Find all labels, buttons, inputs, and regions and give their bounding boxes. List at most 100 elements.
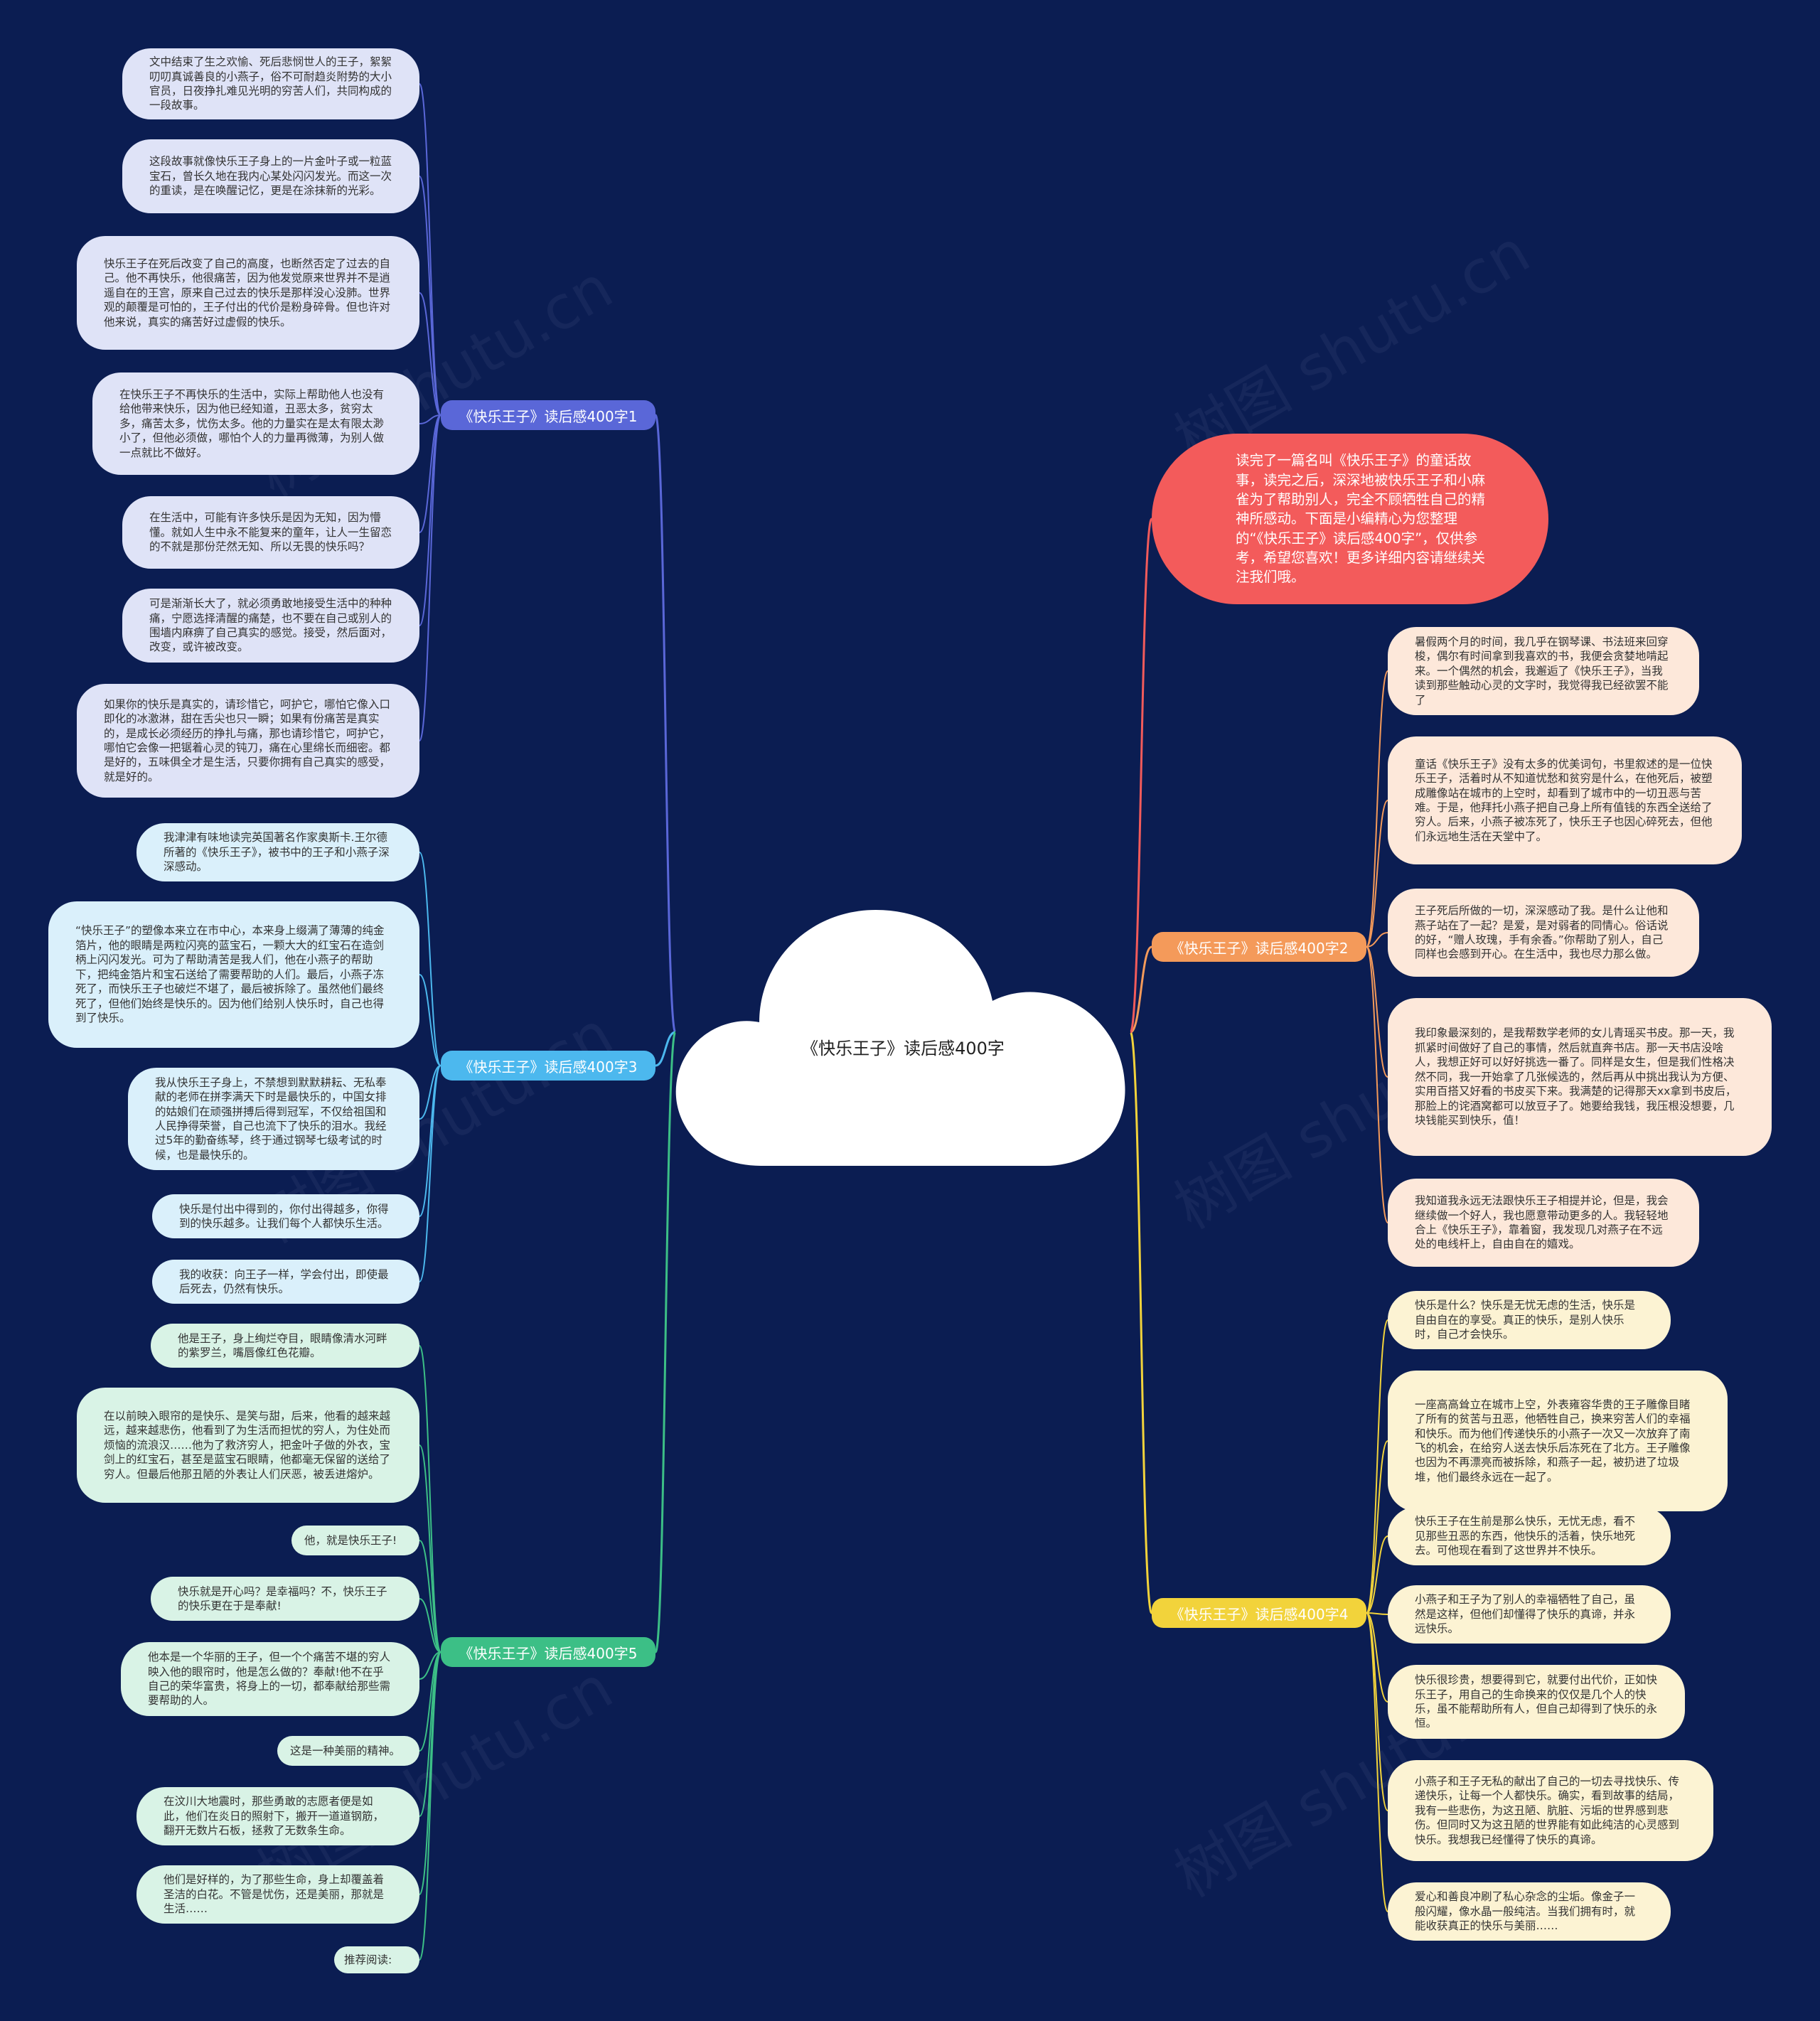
connector-line xyxy=(419,974,441,1066)
leaf-text: 快乐是什么？快乐是无忧无虑的生活，快乐是自由自在的享受。真正的快乐，是别人快乐时… xyxy=(1415,1299,1636,1341)
leaf-node[interactable]: 这段故事就像快乐王子身上的一片金叶子或一粒蓝宝石，曾长久地在我内心某处闪闪发光。… xyxy=(122,139,419,213)
leaf-node[interactable]: 我从快乐王子身上，不禁想到默默耕耘、无私奉献的老师在拼李满天下时是最快乐的，中国… xyxy=(128,1068,419,1170)
leaf-text: “快乐王子”的塑像本来立在市中心，本来身上缀满了薄薄的纯金箔片，他的眼睛是两粒闪… xyxy=(75,924,385,1025)
leaf-text: 快乐是付出中得到的，你付出得越多，你得到的快乐越多。让我们每个人都快乐生活。 xyxy=(179,1202,389,1230)
leaf-text: 快乐王子在死后改变了自己的高度，也断然否定了过去的自己。他不再快乐，他很痛苦，因… xyxy=(104,257,391,328)
branch-node-5[interactable]: 《快乐王子》读后感400字5 xyxy=(441,1637,655,1667)
leaf-node[interactable]: 可是渐渐长大了，就必须勇敢地接受生活中的种种痛，宁愿选择清醒的痛楚，也不要在自己… xyxy=(122,589,419,663)
connector-line xyxy=(1366,946,1388,1078)
connector-line xyxy=(419,414,441,533)
leaf-text: 暑假两个月的时间，我几乎在钢琴课、书法班来回穿梭，偶尔有时间拿到我喜欢的书，我便… xyxy=(1415,635,1669,707)
leaf-node[interactable]: 小燕子和王子为了别人的幸福牺牲了自己，虽然是这样，但他们却懂得了快乐的真谛，并永… xyxy=(1388,1585,1671,1644)
leaf-text: 小燕子和王子无私的献出了自己的一切去寻找快乐、传递快乐，让每一个人都快乐。确实，… xyxy=(1415,1774,1680,1846)
leaf-node[interactable]: 快乐是付出中得到的，你付出得越多，你得到的快乐越多。让我们每个人都快乐生活。 xyxy=(152,1194,419,1238)
leaf-node[interactable]: 推荐阅读: xyxy=(334,1946,419,1973)
leaf-text: 他是王子，身上绚烂夺目，眼睛像清水河畔的紫罗兰，嘴唇像红色花瓣。 xyxy=(178,1331,387,1359)
leaf-text: 童话《快乐王子》没有太多的优美词句，书里叙述的是一位快乐王子，活着时从不知道忧愁… xyxy=(1415,757,1713,843)
connector-line xyxy=(655,1031,676,1067)
connector-line xyxy=(1366,932,1388,948)
connector-line xyxy=(419,1065,441,1217)
connector-line xyxy=(419,414,441,424)
branch-node-4[interactable]: 《快乐王子》读后感400字4 xyxy=(1152,1598,1366,1628)
branch-label: 《快乐王子》读后感400字2 xyxy=(1169,939,1349,957)
leaf-node[interactable]: 文中结束了生之欢愉、死后悲悯世人的王子，絮絮叨叨真诚善良的小燕子，俗不可耐趋炎附… xyxy=(122,48,419,119)
connector-line xyxy=(1366,1535,1388,1614)
connector-line xyxy=(419,1540,441,1653)
leaf-node[interactable]: 快乐王子在生前是那么快乐，无忧无虑，看不见那些丑恶的东西，他快乐的活着，快乐地死… xyxy=(1388,1507,1671,1565)
connector-line xyxy=(419,1651,441,1961)
leaf-text: 王子死后所做的一切，深深感动了我。是什么让他和燕子站在了一起？是爱，是对弱者的同… xyxy=(1415,904,1669,961)
connector-line xyxy=(1366,1319,1388,1614)
intro-summary-node[interactable]: 读完了一篇名叫《快乐王子》的童话故事，读完之后，深深地被快乐王子和小麻雀为了帮助… xyxy=(1152,434,1548,604)
branch-node-1[interactable]: 《快乐王子》读后感400字1 xyxy=(441,400,655,430)
leaf-node[interactable]: 快乐王子在死后改变了自己的高度，也断然否定了过去的自己。他不再快乐，他很痛苦，因… xyxy=(77,236,419,350)
leaf-node[interactable]: 童话《快乐王子》没有太多的优美词句，书里叙述的是一位快乐王子，活着时从不知道忧愁… xyxy=(1388,736,1742,864)
leaf-node[interactable]: 我知道我永远无法跟快乐王子相提并论，但是，我会继续做一个好人，我也愿意带动更多的… xyxy=(1388,1179,1699,1267)
leaf-node[interactable]: 在快乐王子不再快乐的生活中，实际上帮助他人也没有给他带来快乐，因为他已经知道，丑… xyxy=(92,372,419,475)
leaf-text: 可是渐渐长大了，就必须勇敢地接受生活中的种种痛，宁愿选择清醒的痛楚，也不要在自己… xyxy=(149,597,392,654)
leaf-text: 快乐就是开心吗？是幸福吗？不，快乐王子的快乐更在于是奉献! xyxy=(178,1585,387,1612)
connector-line xyxy=(654,414,677,1034)
leaf-text: 这段故事就像快乐王子身上的一片金叶子或一粒蓝宝石，曾长久地在我内心某处闪闪发光。… xyxy=(149,155,392,198)
leaf-node[interactable]: 这是一种美丽的精神。 xyxy=(277,1736,419,1766)
leaf-text: 在快乐王子不再快乐的生活中，实际上帮助他人也没有给他带来快乐，因为他已经知道，丑… xyxy=(119,387,385,459)
leaf-node[interactable]: 小燕子和王子无私的献出了自己的一切去寻找快乐、传递快乐，让每一个人都快乐。确实，… xyxy=(1388,1760,1713,1861)
branch-node-2[interactable]: 《快乐王子》读后感400字2 xyxy=(1152,932,1366,962)
branch-label: 《快乐王子》读后感400字5 xyxy=(459,1644,638,1662)
leaf-text: 我津津有味地读完英国著名作家奥斯卡.王尔德所著的《快乐王子》，被书中的王子和小燕… xyxy=(164,831,390,874)
leaf-text: 一座高高耸立在城市上空，外表雍容华贵的王子雕像目睹了所有的贫苦与丑恶，他牺牲自己… xyxy=(1415,1398,1691,1484)
leaf-node[interactable]: 他本是一个华丽的王子，但一个个痛苦不堪的穷人映入他的眼帘时，他是怎么做的？奉献!… xyxy=(121,1642,419,1716)
central-topic[interactable]: 《快乐王子》读后感400字 xyxy=(789,1038,1017,1060)
leaf-node[interactable]: 一座高高耸立在城市上空，外表雍容华贵的王子雕像目睹了所有的贫苦与丑恶，他牺牲自己… xyxy=(1388,1371,1728,1511)
connector-line xyxy=(654,1031,677,1653)
branch-node-3[interactable]: 《快乐王子》读后感400字3 xyxy=(441,1051,655,1081)
connector-line xyxy=(1366,800,1388,948)
leaf-text: 小燕子和王子为了别人的幸福牺牲了自己，虽然是这样，但他们却懂得了快乐的真谛，并永… xyxy=(1415,1593,1636,1636)
leaf-node[interactable]: 快乐是什么？快乐是无忧无虑的生活，快乐是自由自在的享受。真正的快乐，是别人快乐时… xyxy=(1388,1291,1671,1349)
leaf-node[interactable]: 他们是好样的，为了那些生命，身上却覆盖着圣洁的白花。不管是忧伤，还是美丽，那就是… xyxy=(136,1865,419,1924)
connector-line xyxy=(419,176,441,416)
leaf-node[interactable]: 他是王子，身上绚烂夺目，眼睛像清水河畔的紫罗兰，嘴唇像红色花瓣。 xyxy=(151,1324,419,1368)
connector-line xyxy=(419,414,441,741)
connector-line xyxy=(1366,946,1388,1223)
leaf-text: 在汶川大地震时，那些勇敢的志愿者便是如此，他们在炎日的照射下，搬开一道道钢筋，翻… xyxy=(164,1795,385,1838)
connector-line xyxy=(419,1444,441,1653)
leaf-text: 我的收获：向王子一样，学会付出，即使最后死去，仍然有快乐。 xyxy=(179,1267,389,1295)
leaf-node[interactable]: 我津津有味地读完英国著名作家奥斯卡.王尔德所著的《快乐王子》，被书中的王子和小燕… xyxy=(136,823,419,881)
leaf-text: 推荐阅读: xyxy=(344,1953,392,1966)
leaf-node[interactable]: 如果你的快乐是真实的，请珍惜它，呵护它，哪怕它像入口即化的冰激淋，甜在舌尖也只一… xyxy=(77,684,419,798)
center-cloud xyxy=(675,910,1125,1166)
connector-line xyxy=(419,414,441,626)
connector-line xyxy=(1129,518,1153,1034)
connector-line xyxy=(419,83,441,416)
leaf-node[interactable]: 暑假两个月的时间，我几乎在钢琴课、书法班来回穿梭，偶尔有时间拿到我喜欢的书，我便… xyxy=(1388,627,1699,715)
leaf-text: 他本是一个华丽的王子，但一个个痛苦不堪的穷人映入他的眼帘时，他是怎么做的？奉献!… xyxy=(148,1651,391,1708)
leaf-node[interactable]: 我印象最深刻的，是我帮数学老师的女儿青瑶买书皮。那一天，我抓紧时间做好了自己的事… xyxy=(1388,998,1772,1156)
leaf-node[interactable]: 快乐很珍贵，想要得到它，就要付出代价，正如快乐王子，用自己的生命换来的仅仅是几个… xyxy=(1388,1665,1685,1739)
central-topic-label: 《快乐王子》读后感400字 xyxy=(801,1039,1005,1058)
leaf-node[interactable]: 我的收获：向王子一样，学会付出，即使最后死去，仍然有快乐。 xyxy=(152,1260,419,1304)
connector-line xyxy=(1130,945,1152,1034)
leaf-text: 我知道我永远无法跟快乐王子相提并论，但是，我会继续做一个好人，我也愿意带动更多的… xyxy=(1415,1194,1669,1251)
connector-line xyxy=(1366,1612,1388,1811)
connector-line xyxy=(1366,670,1388,948)
leaf-node[interactable]: 在生活中，可能有许多快乐是因为无知，因为懵懂。就如人生中永不能复来的童年，让人一… xyxy=(122,496,419,569)
leaf-node[interactable]: 在汶川大地震时，那些勇敢的志愿者便是如此，他们在炎日的照射下，搬开一道道钢筋，翻… xyxy=(136,1787,419,1845)
leaf-node[interactable]: 他，就是快乐王子! xyxy=(291,1526,419,1555)
leaf-node[interactable]: “快乐王子”的塑像本来立在市中心，本来身上缀满了薄薄的纯金箔片，他的眼睛是两粒闪… xyxy=(48,901,419,1048)
leaf-text: 在以前映入眼帘的是快乐、是笑与甜，后来，他看的越来越远，越来越悲伤，他看到了为生… xyxy=(104,1409,391,1481)
leaf-node[interactable]: 在以前映入眼帘的是快乐、是笑与甜，后来，他看的越来越远，越来越悲伤，他看到了为生… xyxy=(77,1388,419,1503)
leaf-text: 快乐很珍贵，想要得到它，就要付出代价，正如快乐王子，用自己的生命换来的仅仅是几个… xyxy=(1415,1673,1658,1730)
connector-line xyxy=(1366,1440,1388,1614)
connector-line xyxy=(419,1345,441,1653)
connector-line xyxy=(1366,1612,1388,1703)
leaf-text: 如果你的快乐是真实的，请珍惜它，呵护它，哪怕它像入口即化的冰激淋，甜在舌尖也只一… xyxy=(104,697,391,783)
connector-line xyxy=(419,1598,441,1653)
leaf-node[interactable]: 快乐就是开心吗？是幸福吗？不，快乐王子的快乐更在于是奉献! xyxy=(151,1577,419,1621)
leaf-text: 这是一种美丽的精神。 xyxy=(290,1744,401,1757)
leaf-node[interactable]: 爱心和善良冲刷了私心杂念的尘垢。像金子一般闪耀，像水晶一般纯洁。当我们拥有时，就… xyxy=(1388,1882,1671,1941)
connector-line xyxy=(419,1065,441,1120)
leaf-text: 文中结束了生之欢愉、死后悲悯世人的王子，絮絮叨叨真诚善良的小燕子，俗不可耐趋炎附… xyxy=(149,55,392,112)
connector-line xyxy=(419,1651,441,1895)
leaf-node[interactable]: 王子死后所做的一切，深深感动了我。是什么让他和燕子站在了一起？是爱，是对弱者的同… xyxy=(1388,889,1699,977)
